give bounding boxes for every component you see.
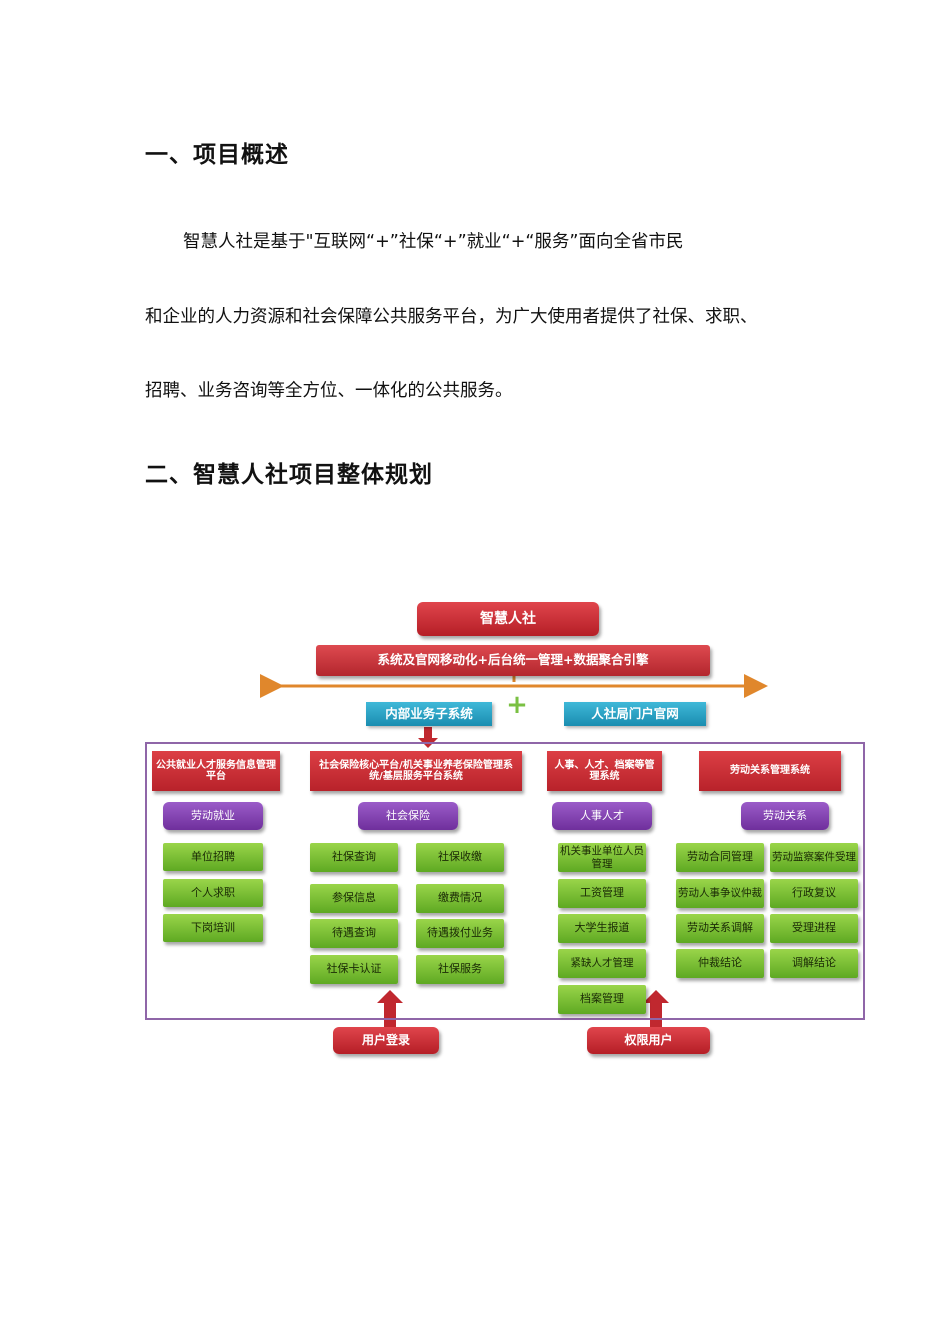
- section-2-heading: 二、智慧人社项目整体规划: [145, 462, 433, 488]
- category-personnel: 人事人才: [552, 802, 652, 830]
- subsystems-frame: [145, 742, 865, 1020]
- permission-user-box: 权限用户: [587, 1027, 710, 1054]
- item-social-2: 社保收缴: [416, 843, 504, 872]
- item-personnel-5: 档案管理: [558, 985, 646, 1014]
- portal-label: 人社局门户官网: [564, 702, 706, 726]
- item-labor-6: 受理进程: [770, 914, 858, 943]
- item-labor-1: 劳动合同管理: [676, 843, 764, 872]
- up-arrow-permission-icon: [643, 990, 669, 1027]
- column-header-personnel: 人事、人才、档案等管理系统: [547, 751, 662, 791]
- item-employment-1: 单位招聘: [163, 843, 263, 871]
- column-header-social-insurance: 社会保险核心平台/机关事业养老保险管理系统/基层服务平台系统: [310, 751, 522, 791]
- user-login-box: 用户登录: [333, 1027, 439, 1054]
- item-labor-7: 仲裁结论: [676, 949, 764, 978]
- up-arrow-login-icon: [377, 990, 403, 1027]
- item-employment-2: 个人求职: [163, 879, 263, 907]
- item-labor-5: 劳动关系调解: [676, 914, 764, 943]
- section-1-heading: 一、项目概述: [145, 142, 289, 168]
- category-social-insurance: 社会保险: [358, 802, 458, 830]
- item-labor-3: 劳动人事争议仲裁: [676, 879, 764, 908]
- item-social-7: 社保卡认证: [310, 955, 398, 984]
- paragraph-line-3: 招聘、业务咨询等全方位、一体化的公共服务。: [145, 381, 513, 401]
- column-header-labor-relations: 劳动关系管理系统: [699, 751, 841, 791]
- item-labor-8: 调解结论: [770, 949, 858, 978]
- diagram-title: 智慧人社: [417, 602, 599, 636]
- item-personnel-1: 机关事业单位人员管理: [558, 843, 646, 872]
- item-personnel-3: 大学生报道: [558, 914, 646, 943]
- item-social-3: 参保信息: [310, 884, 398, 913]
- item-labor-4: 行政复议: [770, 879, 858, 908]
- plus-icon: +: [506, 690, 528, 721]
- item-personnel-4: 紧缺人才管理: [558, 949, 646, 978]
- item-social-8: 社保服务: [416, 955, 504, 984]
- internal-subsystem-label: 内部业务子系统: [366, 702, 492, 726]
- column-header-employment: 公共就业人才服务信息管理平台: [152, 751, 280, 791]
- category-employment: 劳动就业: [163, 802, 263, 830]
- item-social-4: 缴费情况: [416, 884, 504, 913]
- item-social-6: 待遇拨付业务: [416, 919, 504, 948]
- item-employment-3: 下岗培训: [163, 914, 263, 942]
- item-labor-2: 劳动监察案件受理: [770, 843, 858, 872]
- paragraph-line-1: 智慧人社是基于"互联网“+”社保“+”就业“+“服务”面向全省市民: [183, 232, 684, 252]
- item-social-1: 社保查询: [310, 843, 398, 872]
- engine-bar: 系统及官网移动化+后台统一管理+数据聚合引擎: [316, 645, 710, 676]
- item-social-5: 待遇查询: [310, 919, 398, 948]
- category-labor-relations: 劳动关系: [741, 802, 829, 830]
- item-personnel-2: 工资管理: [558, 879, 646, 908]
- paragraph-line-2: 和企业的人力资源和社会保障公共服务平台，为广大使用者提供了社保、求职、: [145, 307, 758, 327]
